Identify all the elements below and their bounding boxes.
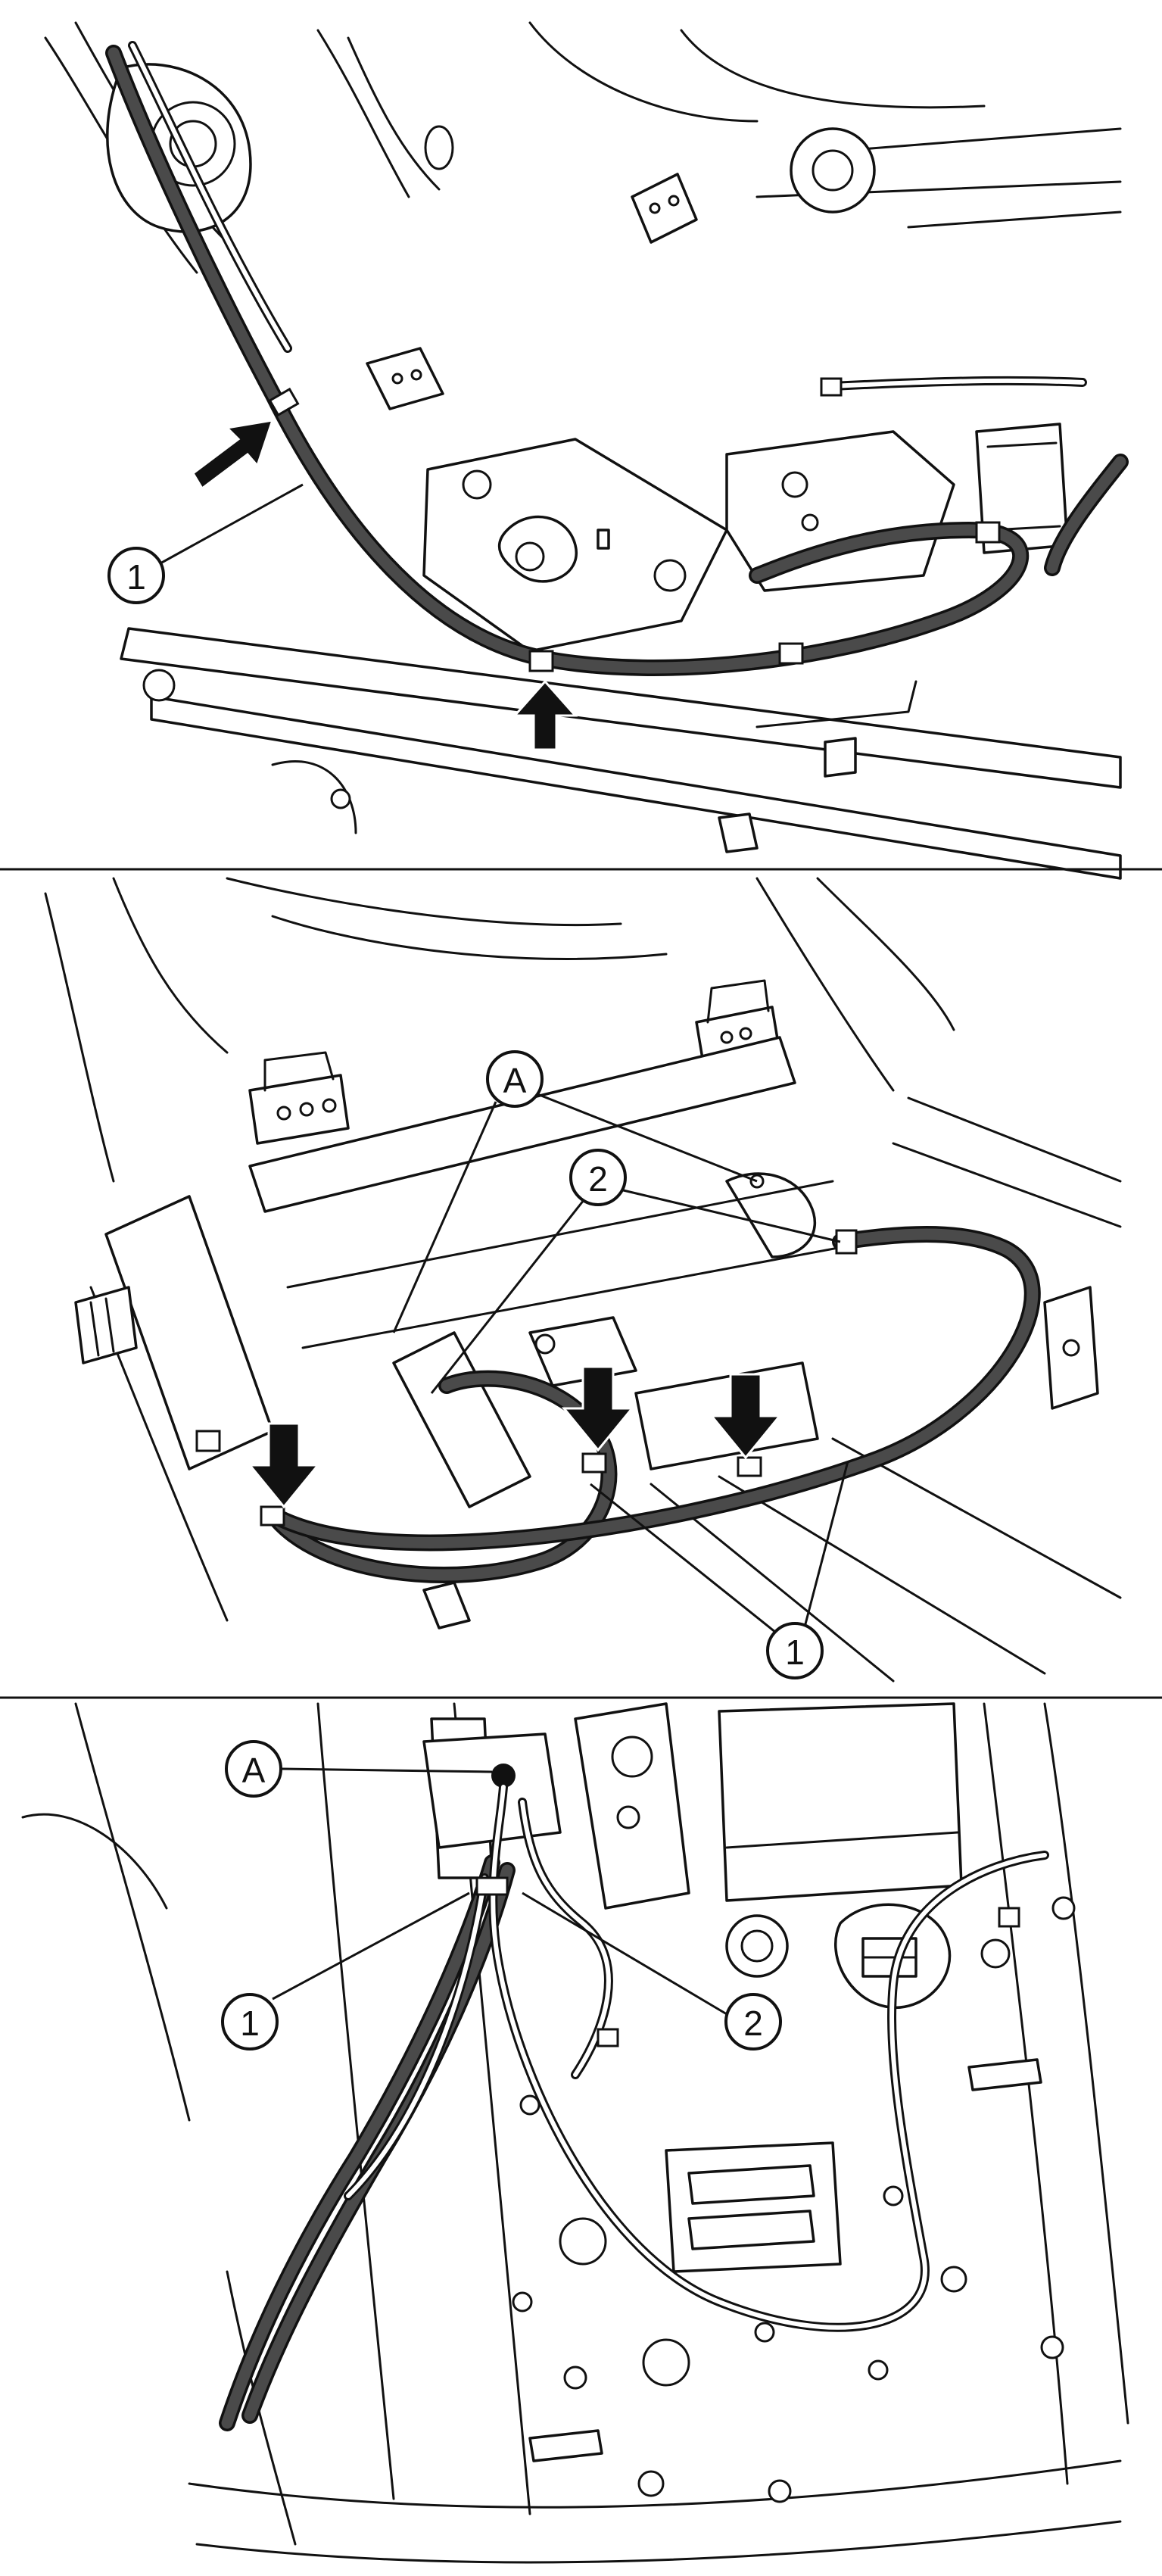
- panel-2-arrow-clip-center: [561, 1365, 635, 1452]
- panel-1-seat-side-view: 1: [44, 21, 1129, 880]
- panel-2-callout-2: 2: [569, 1149, 627, 1206]
- panel-2-callout-label-a: A: [503, 1061, 527, 1100]
- panel-3-callout-label-1: 1: [240, 2004, 260, 2043]
- panel-3-callout-1: 1: [221, 1993, 279, 2051]
- panel-1-callout: 1: [107, 547, 165, 604]
- panel-3-callout-label-a: A: [242, 1751, 266, 1790]
- panel-3-callout-label-2: 2: [743, 2004, 763, 2043]
- panel-2-callout-1: 1: [766, 1622, 824, 1679]
- panel-3-callout-a: A: [225, 1740, 282, 1798]
- panel-3-seat-bottom-view: A 1 2: [21, 1702, 1129, 2564]
- panel-2-callout-label-2: 2: [588, 1159, 608, 1199]
- panel-3-callout-2: 2: [724, 1993, 782, 2051]
- panel-1-arrow-clip-lower: [512, 679, 578, 751]
- panel-3-connector-a: [491, 1764, 516, 1788]
- panel-2-seat-underside-view: A 2 1: [44, 877, 1122, 1683]
- panel-1-arrow-clip-upper: [192, 419, 275, 491]
- panel-2-arrow-clip-right: [709, 1373, 783, 1460]
- panel-1-callout-label-1: 1: [126, 557, 146, 597]
- panel-2-callout-label-1: 1: [785, 1633, 805, 1672]
- panel-2-arrow-clip-left: [247, 1422, 321, 1509]
- panel-2-callout-a: A: [486, 1050, 544, 1108]
